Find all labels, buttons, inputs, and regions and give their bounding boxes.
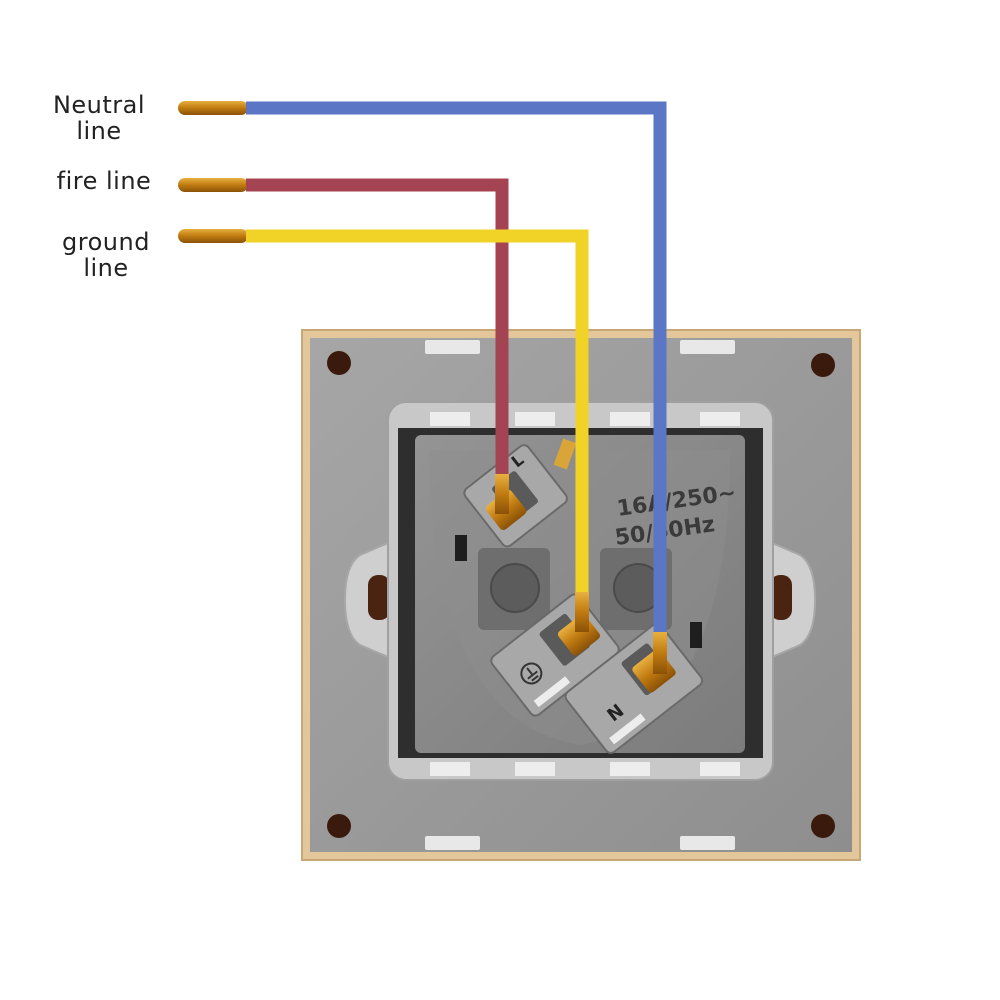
label-neutral-line: Neutral line [40,92,158,144]
mounting-holes [327,351,835,838]
screw-hole-bottom-left [327,814,351,838]
wire-fire [178,178,509,514]
label-neutral-line-1: Neutral [52,91,146,119]
screw-hole-top-left [327,351,351,375]
label-ground-line-1: ground [62,228,150,256]
label-fire-line-1: fire line [56,167,152,195]
side-mounting-ears [343,538,817,662]
label-ground-line-2: line [83,254,129,282]
wire-neutral [178,101,667,674]
label-neutral-line-2: line [76,117,122,145]
pin-socket-left [490,563,540,613]
screw-hole-top-right [811,353,835,377]
wire-ground [178,229,589,632]
screw-hole-bottom-right [811,814,835,838]
ground-symbol-icon [520,662,543,685]
label-fire-line: fire line [40,168,168,194]
label-ground-line: ground line [50,229,162,281]
